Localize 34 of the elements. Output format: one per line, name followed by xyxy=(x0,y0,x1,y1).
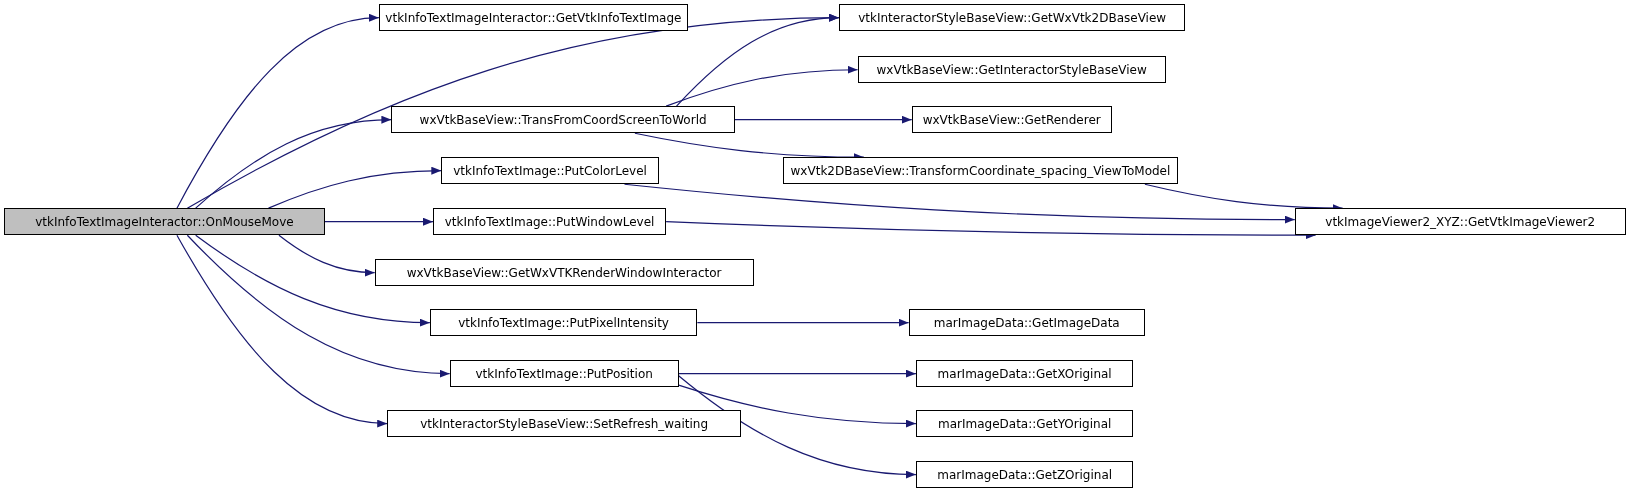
function-box: wxVtkBaseView::GetWxVTKRenderWindowInteractor xyxy=(374,259,754,287)
function-box: vtkInfoTextImage::PutWindowLevel xyxy=(432,208,667,236)
function-box: vtkImageViewer2_XYZ::GetVtkImageViewer2 xyxy=(1294,208,1626,236)
function-box: wxVtkBaseView::GetInteractorStyleBaseView xyxy=(857,56,1166,84)
function-box: vtkInteractorStyleBaseView::SetRefresh_waiting xyxy=(387,410,742,438)
function-box: vtkInteractorStyleBaseView::GetWxVtk2DBaseView xyxy=(838,4,1186,32)
arrow xyxy=(176,234,388,427)
function-box: vtkInfoTextImageInteractor::GetVtkInfoTextImage xyxy=(378,4,688,32)
arrow xyxy=(324,217,434,226)
function-box: vtkInfoTextImageInteractor::OnMouseMove xyxy=(4,208,325,236)
arrow xyxy=(675,14,840,107)
function-box: vtkInfoTextImage::PutPosition xyxy=(449,360,679,388)
arrow xyxy=(665,65,859,107)
function-box: vtkInfoTextImage::PutPixelIntensity xyxy=(429,309,698,337)
arrow xyxy=(176,14,380,209)
function-box: wxVtkBaseView::TransFromCoordScreenToWorld xyxy=(391,106,735,134)
function-box: wxVtkBaseView::GetRenderer xyxy=(911,106,1112,134)
arrow xyxy=(186,234,451,378)
arrow xyxy=(665,221,1317,240)
arrow xyxy=(267,166,442,209)
function-box: wxVtk2DBaseView::TransformCoordinate_spacing_ViewToModel xyxy=(782,157,1179,185)
function-box: vtkInfoTextImage::PutColorLevel xyxy=(441,157,659,185)
arrow xyxy=(678,384,917,428)
arrow xyxy=(278,234,376,277)
function-box: marImageData::GetImageData xyxy=(908,309,1145,337)
function-box: marImageData::GetYOriginal xyxy=(915,410,1134,438)
arrow xyxy=(678,369,917,378)
arrow xyxy=(734,115,913,124)
arrow xyxy=(195,116,392,209)
arrow xyxy=(696,318,910,327)
function-box: marImageData::GetZOriginal xyxy=(915,461,1134,489)
arrow xyxy=(195,234,431,327)
function-box: marImageData::GetXOriginal xyxy=(915,360,1134,388)
arrow xyxy=(678,375,917,479)
